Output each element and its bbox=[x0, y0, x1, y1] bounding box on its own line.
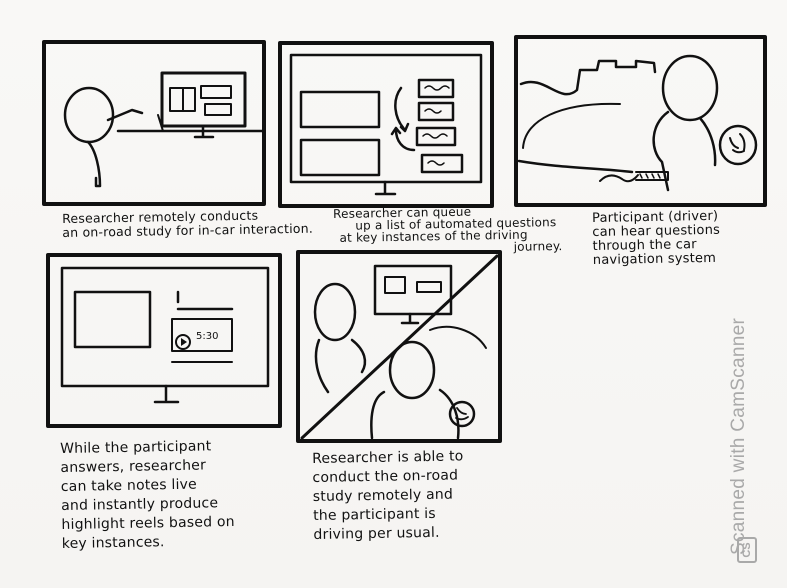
panel-2-frame bbox=[278, 41, 494, 208]
panel-4-sketch bbox=[46, 253, 282, 428]
caption-line: journey. bbox=[513, 239, 563, 254]
video-area bbox=[73, 290, 152, 349]
panel-1-sketch bbox=[42, 40, 266, 206]
caption-line: highlight reels based on bbox=[61, 513, 235, 533]
caption-line: key instances. bbox=[61, 534, 165, 552]
panel-5-sketch bbox=[296, 250, 502, 443]
panel-3-frame bbox=[514, 35, 767, 207]
monitor bbox=[160, 71, 247, 128]
panel-1-frame bbox=[42, 40, 266, 206]
researcher-head bbox=[63, 86, 115, 144]
caption-line: While the participant bbox=[60, 438, 212, 457]
researcher-body bbox=[86, 140, 102, 188]
driver-head bbox=[661, 54, 719, 122]
speaker-icon bbox=[718, 124, 758, 166]
panel-5-frame bbox=[296, 250, 502, 443]
timer-label: 5:30 bbox=[196, 331, 219, 342]
panel-1-caption: Researcher remotely conducts an on-road … bbox=[62, 208, 313, 240]
caption-line: driving per usual. bbox=[313, 524, 440, 543]
camscanner-watermark: Scanned with CamScanner bbox=[728, 317, 749, 555]
caption-line: navigation system bbox=[592, 250, 717, 268]
panel-2-sketch bbox=[278, 41, 494, 208]
panel-4-caption: While the participant answers, researche… bbox=[60, 437, 235, 554]
caption-line: study remotely and bbox=[312, 486, 454, 505]
panel-5-caption: Researcher is able to conduct the on-roa… bbox=[312, 447, 465, 545]
notes-screen bbox=[60, 266, 270, 388]
panel-3-caption: Participant (driver) can hear questions … bbox=[592, 209, 721, 268]
play-icon bbox=[175, 334, 191, 350]
panel-2-caption: Researcher can queue up a list of automa… bbox=[333, 204, 563, 256]
panel-4-frame bbox=[46, 253, 282, 428]
panel-3-sketch bbox=[514, 35, 767, 207]
